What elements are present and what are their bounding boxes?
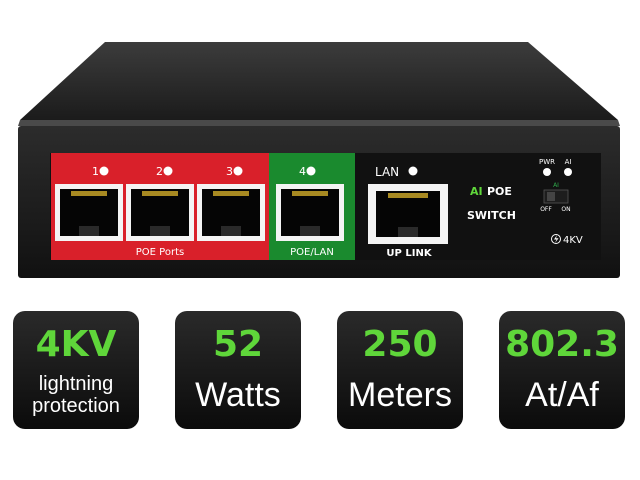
on-label: ON bbox=[561, 206, 570, 213]
lightning-protection-icon bbox=[551, 234, 561, 244]
feature-caption-line1: lightning bbox=[38, 373, 114, 395]
port-led-1 bbox=[99, 166, 109, 176]
feature-value: 250 bbox=[362, 324, 438, 365]
feature-tile-meters: 250 Meters bbox=[337, 311, 463, 429]
feature-caption-line2: protection bbox=[32, 395, 120, 417]
rj45-port-3[interactable] bbox=[197, 184, 265, 241]
port-led-3 bbox=[233, 166, 243, 176]
feature-tile-lightning: 4KV lightning protection bbox=[13, 311, 139, 429]
feature-caption: lightning protection bbox=[13, 373, 139, 417]
pwr-label: PWR bbox=[539, 158, 555, 166]
port-led-2 bbox=[163, 166, 173, 176]
off-label: OFF bbox=[540, 206, 552, 213]
rj45-port-4[interactable] bbox=[276, 184, 344, 241]
port-label-2: 2 bbox=[156, 165, 163, 178]
feature-value: 802.3 bbox=[505, 324, 619, 365]
feature-value: 52 bbox=[212, 324, 264, 365]
brand-poe: POE bbox=[487, 185, 512, 198]
port-led-4 bbox=[306, 166, 316, 176]
kv-label: 4KV bbox=[563, 235, 583, 246]
feature-caption: Meters bbox=[348, 376, 452, 414]
feature-tile-standard: 802.3 At/Af bbox=[499, 311, 625, 429]
uplink-label: UP LINK bbox=[386, 248, 432, 259]
pwr-led bbox=[543, 168, 551, 176]
feature-caption: At/Af bbox=[525, 376, 599, 414]
feature-caption: Watts bbox=[195, 376, 281, 414]
dip-switch-ai-label: AI bbox=[553, 182, 559, 189]
switch-top-surface bbox=[20, 42, 618, 120]
port-label-4: 4 bbox=[299, 165, 306, 178]
feature-value: 4KV bbox=[35, 324, 117, 365]
rj45-port-2[interactable] bbox=[126, 184, 194, 241]
rj45-port-1[interactable] bbox=[55, 184, 123, 241]
lan-led bbox=[408, 166, 418, 176]
rj45-uplink-port[interactable] bbox=[368, 184, 448, 244]
brand-switch: SWITCH bbox=[467, 209, 516, 222]
port-led-row: 1 2 3 4 bbox=[92, 165, 316, 178]
poe-lan-label: POE/LAN bbox=[290, 247, 334, 258]
ai-dip-switch[interactable] bbox=[543, 189, 569, 204]
brand-ai: AI bbox=[470, 185, 483, 198]
port-label-1: 1 bbox=[92, 165, 99, 178]
lan-label: LAN bbox=[375, 165, 399, 179]
poe-switch-device: 1 2 3 4 POE Ports POE/LAN LAN bbox=[18, 42, 620, 278]
ai-led bbox=[564, 168, 572, 176]
port-label-3: 3 bbox=[226, 165, 233, 178]
ai-led-label: AI bbox=[565, 158, 572, 166]
poe-ports-label: POE Ports bbox=[136, 247, 184, 258]
feature-tile-watts: 52 Watts bbox=[175, 311, 301, 429]
